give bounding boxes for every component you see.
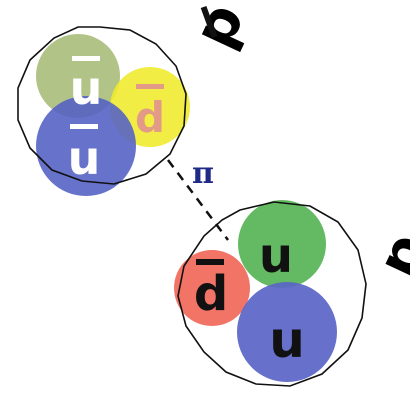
quark-anti-up-bottom-label: u (68, 131, 101, 185)
antiproton-label-bar (200, 5, 218, 39)
quark-anti-down-bar (136, 84, 164, 89)
quark-anti-down-proton-label: d (194, 266, 228, 322)
pion-exchange-line (167, 159, 229, 241)
quark-anti-up-top (36, 34, 120, 118)
quark-anti-up-bottom-bar (70, 124, 98, 129)
quark-anti-up-top-label: u (70, 61, 103, 115)
quark-up-top-label: u (259, 228, 293, 284)
antiproton-label: p (181, 0, 257, 57)
pion-label: π (192, 156, 214, 191)
quark-anti-down-label: d (135, 93, 165, 142)
antiproton: u u d p (17, 0, 257, 196)
proton-label: p (365, 223, 410, 287)
proton-boundary (177, 201, 367, 387)
quark-up-bottom (237, 282, 337, 382)
proton: u d u p (174, 200, 410, 387)
quark-anti-up-top-bar (72, 56, 100, 61)
quark-anti-down-proton (174, 250, 250, 326)
quark-up-bottom-label: u (269, 311, 305, 369)
quark-up-top (238, 200, 326, 288)
antiproton-boundary (17, 26, 187, 185)
quark-anti-down-proton-bar (196, 259, 224, 265)
quark-anti-up-bottom (36, 96, 136, 196)
